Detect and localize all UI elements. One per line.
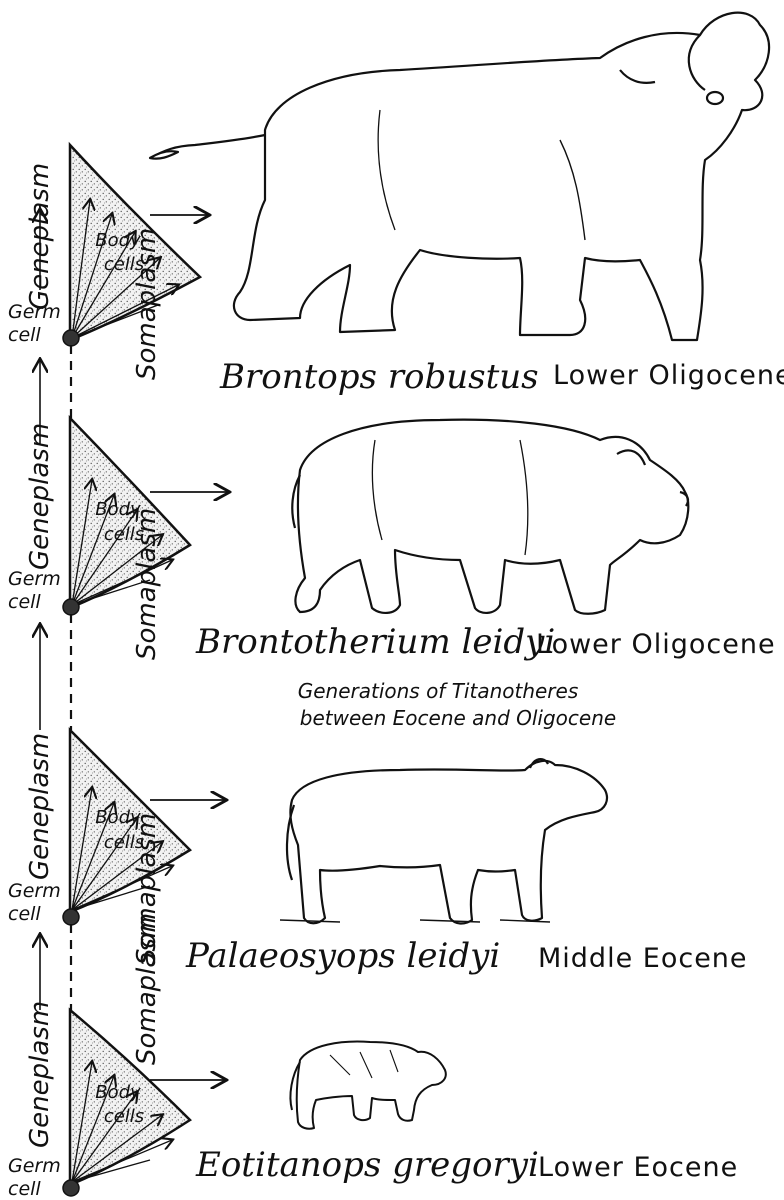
geneplasm-label: Geneplasm bbox=[25, 733, 55, 880]
epoch-label: Lower Oligocene bbox=[536, 629, 776, 660]
germ-cell-dot bbox=[63, 330, 79, 346]
brontops-illustration bbox=[150, 13, 769, 340]
geneplasm-label: Geneplasm bbox=[25, 1001, 55, 1148]
body-label: Body bbox=[95, 1082, 141, 1103]
generation-level-1: Body cells Germ cell Somaplasm Brontops … bbox=[8, 13, 784, 397]
germ-label: Germ bbox=[8, 568, 61, 590]
species-name: Eotitanops gregoryi bbox=[195, 1145, 539, 1185]
cell-label: cell bbox=[8, 324, 41, 346]
eotitanops-illustration bbox=[290, 1042, 445, 1129]
brontotherium-illustration bbox=[292, 420, 688, 614]
germ-cell-dot bbox=[63, 1180, 79, 1196]
epoch-label: Lower Oligocene bbox=[553, 360, 784, 391]
species-name: Palaeosyops leidyi bbox=[185, 936, 500, 976]
generation-level-3: Body cells Germ cell Somaplasm Geneplasm… bbox=[8, 730, 748, 976]
germ-cell-dot bbox=[63, 599, 79, 615]
epoch-label: Middle Eocene bbox=[538, 943, 748, 974]
cells-label: cells bbox=[104, 1106, 144, 1127]
somaplasm-label: Somaplasm bbox=[132, 508, 162, 660]
germ-label: Germ bbox=[8, 1155, 61, 1177]
somaplasm-label: Somaplasm bbox=[132, 913, 162, 1065]
germ-cell-dot bbox=[63, 909, 79, 925]
caption-line-1: Generations of Titanotheres bbox=[298, 679, 579, 703]
somaplasm-label: Somaplasm bbox=[132, 228, 162, 380]
cell-label: cell bbox=[8, 903, 41, 925]
cell-label: cell bbox=[8, 591, 41, 613]
cell-label: cell bbox=[8, 1178, 41, 1200]
palaeosyops-illustration bbox=[280, 759, 607, 923]
epoch-label: Lower Eocene bbox=[538, 1152, 738, 1183]
generation-level-2: Body cells Germ cell Somaplasm Geneplasm… bbox=[8, 418, 776, 662]
caption-line-2: between Eocene and Oligocene bbox=[300, 706, 616, 730]
germ-label: Germ bbox=[8, 880, 61, 902]
species-name: Brontotherium leidyi bbox=[195, 622, 555, 662]
species-name: Brontops robustus bbox=[219, 357, 539, 397]
geneplasm-label-top: Geneplasm bbox=[25, 163, 55, 310]
